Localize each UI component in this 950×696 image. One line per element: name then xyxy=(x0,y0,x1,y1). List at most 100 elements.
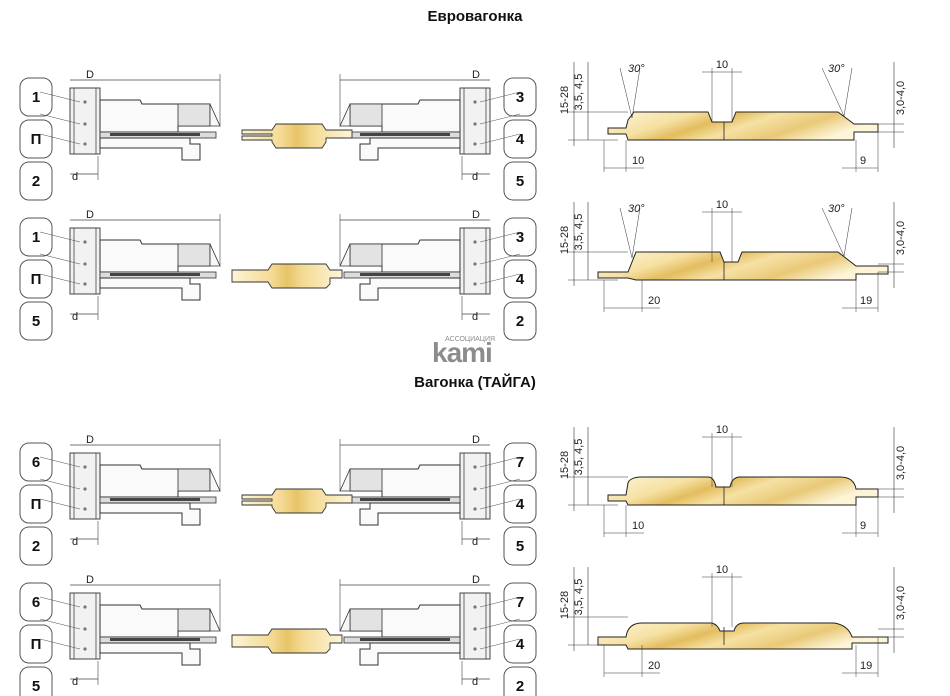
logo-big-text: kami xyxy=(432,337,492,368)
blade-insert xyxy=(349,243,383,267)
groove-label: 10 xyxy=(716,59,728,71)
hub-dot xyxy=(83,465,87,469)
left-d-label: d xyxy=(72,311,78,323)
angle-line xyxy=(631,67,641,119)
leader-line xyxy=(39,113,81,125)
right-badge-1: 7 xyxy=(503,582,537,622)
badge-label: 4 xyxy=(516,496,525,513)
badge-frame xyxy=(19,301,53,341)
cutter-blade-bottom xyxy=(359,137,461,161)
badge-frame xyxy=(19,119,53,159)
badge-label: 5 xyxy=(516,538,524,555)
badge-label: П xyxy=(31,636,42,653)
left-D-label: D xyxy=(86,69,94,81)
angle-line xyxy=(619,207,633,259)
cutter-blade-bottom xyxy=(99,137,201,161)
hub-dot xyxy=(473,487,477,491)
hub-dot xyxy=(473,465,477,469)
hub-dot xyxy=(83,282,87,286)
badge-frame xyxy=(19,666,53,696)
hub-dot xyxy=(473,240,477,244)
left-badge-2: П xyxy=(19,119,53,159)
board-profile xyxy=(607,476,879,506)
badge-label: 6 xyxy=(32,454,40,471)
joint-profile xyxy=(231,263,343,289)
hub-dot xyxy=(83,487,87,491)
badge-label: П xyxy=(31,496,42,513)
badge-frame xyxy=(19,484,53,524)
leader-line xyxy=(39,596,81,608)
badge-frame xyxy=(503,259,537,299)
left-badge-3: 5 xyxy=(19,301,53,341)
joint-profile xyxy=(241,488,353,514)
badge-label: 4 xyxy=(516,131,525,148)
left-badge-1: 1 xyxy=(19,77,53,117)
cutter-blade-bottom xyxy=(359,502,461,526)
joint-profile xyxy=(231,628,343,654)
leader-line xyxy=(479,498,521,510)
left-width-label: 10 xyxy=(632,155,644,167)
right-cutter xyxy=(339,579,521,685)
badge-label: 6 xyxy=(32,594,40,611)
badge-frame xyxy=(503,301,537,341)
left-cutter xyxy=(39,74,221,180)
blade-insert xyxy=(177,103,211,127)
blade-insert xyxy=(349,103,383,127)
angle-line xyxy=(821,207,845,257)
badge-frame xyxy=(503,526,537,566)
right-badge-2: 4 xyxy=(503,624,537,664)
left-D-label: D xyxy=(86,434,94,446)
left-cutter xyxy=(39,439,221,545)
left-badge-3: 2 xyxy=(19,526,53,566)
blade-tip xyxy=(339,243,351,267)
angle-line xyxy=(631,207,641,259)
leader-line xyxy=(479,133,521,145)
hub-dot xyxy=(83,240,87,244)
blade-insert xyxy=(177,608,211,632)
leader-line xyxy=(39,456,81,468)
right-D-label: D xyxy=(472,574,480,586)
badge-label: 5 xyxy=(32,313,40,330)
leader-line xyxy=(479,478,521,490)
right-badge-1: 3 xyxy=(503,217,537,257)
board-profile xyxy=(607,111,879,141)
blade-tip xyxy=(339,103,351,127)
hub-dot xyxy=(83,627,87,631)
left-badge-2: П xyxy=(19,624,53,664)
dim-depth-label: 3,5, 4,5 xyxy=(573,214,585,251)
blade-tip xyxy=(209,103,221,127)
plate-shade xyxy=(110,133,200,136)
dim-height-label: 15-28 xyxy=(559,86,571,114)
groove-label: 10 xyxy=(716,199,728,211)
hub-dot xyxy=(473,647,477,651)
dim-height-label: 15-28 xyxy=(559,226,571,254)
badge-label: 1 xyxy=(32,89,40,106)
joint-panel xyxy=(231,628,343,654)
joint-panel xyxy=(241,123,353,149)
leader-line xyxy=(39,273,81,285)
right-badge-3: 2 xyxy=(503,301,537,341)
leader-line xyxy=(39,133,81,145)
badge-label: 4 xyxy=(516,271,525,288)
groove-label: 10 xyxy=(716,424,728,436)
hub-dot xyxy=(83,605,87,609)
left-width-label: 20 xyxy=(648,295,660,307)
hub-dot xyxy=(83,142,87,146)
leader-line xyxy=(39,253,81,265)
right-cutter xyxy=(339,214,521,320)
hub-dot xyxy=(473,605,477,609)
badge-label: 4 xyxy=(516,636,525,653)
dim-depth-label: 3,5, 4,5 xyxy=(573,439,585,476)
dim-depth-label: 3,5, 4,5 xyxy=(573,579,585,616)
left-badge-2: П xyxy=(19,259,53,299)
leader-line xyxy=(39,618,81,630)
right-depth-label: 3,0-4,0 xyxy=(895,586,907,620)
right-badge-2: 4 xyxy=(503,484,537,524)
badge-frame xyxy=(503,161,537,201)
leader-line xyxy=(39,498,81,510)
left-d-label: d xyxy=(72,536,78,548)
left-d-label: d xyxy=(72,676,78,688)
